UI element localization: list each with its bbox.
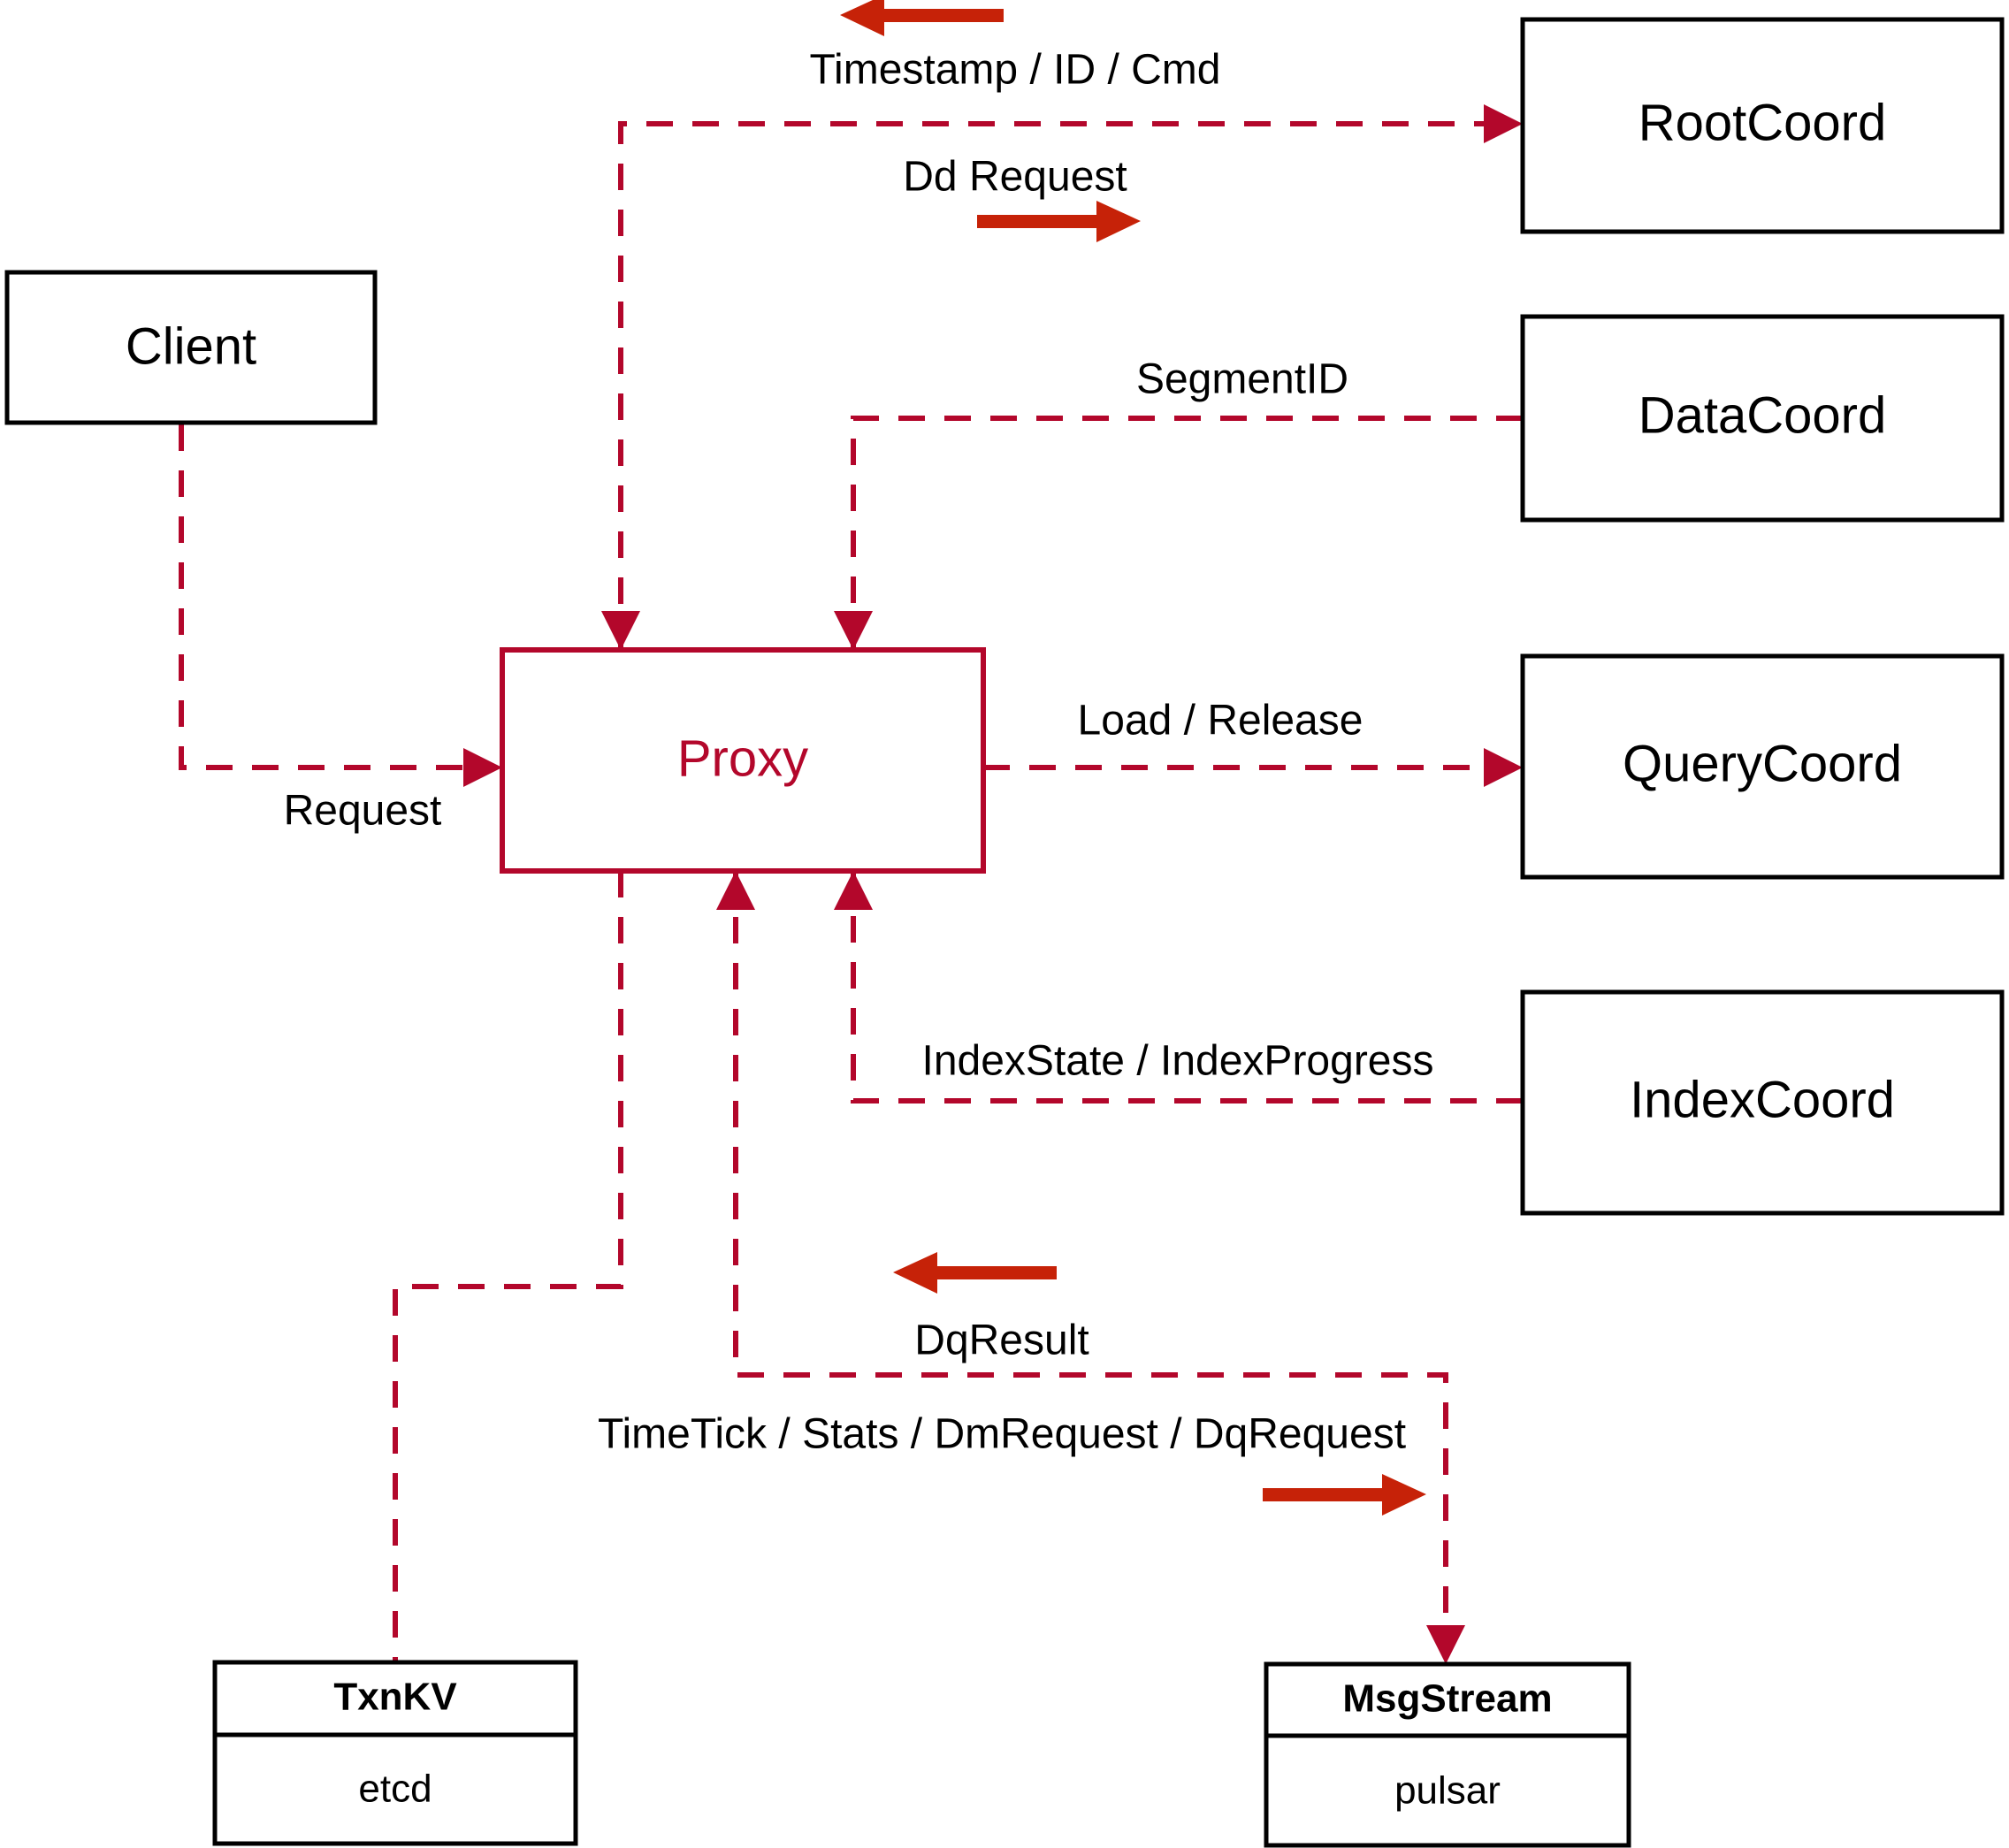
edge-datacoord-to-proxy-arrowhead bbox=[834, 611, 873, 650]
edge-proxy-to-txnkv bbox=[393, 871, 623, 1662]
timestamp-direction-arrow bbox=[840, 0, 1004, 36]
edge-proxy-to-rootcoord-arrowhead bbox=[1484, 104, 1523, 143]
node-querycoord-label: QueryCoord bbox=[1623, 735, 1902, 792]
edge-client-to-proxy bbox=[179, 424, 488, 770]
node-indexcoord-label: IndexCoord bbox=[1630, 1071, 1895, 1128]
edge-indexcoord-to-proxy bbox=[851, 871, 1523, 1103]
edge-label-request: Request bbox=[284, 788, 442, 835]
node-txnkv-header: TxnKV bbox=[333, 1676, 457, 1719]
node-proxy-box[interactable] bbox=[500, 647, 986, 874]
edge-msgstream-bus bbox=[733, 871, 1448, 1645]
node-proxy-label: Proxy bbox=[677, 729, 808, 787]
node-indexcoord-box[interactable] bbox=[1520, 989, 2005, 1216]
dqresult-direction-arrow bbox=[893, 1252, 1057, 1294]
edge-rootcoord-to-proxy-arrowhead bbox=[601, 611, 640, 650]
edge-msgstream-to-proxy-arrowhead bbox=[716, 871, 755, 910]
edge-label-dqresult: DqResult bbox=[914, 1317, 1089, 1364]
edge-indexcoord-to-proxy-arrowhead bbox=[834, 871, 873, 910]
node-datacoord-box[interactable] bbox=[1520, 314, 2005, 523]
edge-proxy-to-rootcoord bbox=[618, 121, 1503, 650]
edge-label-dd-request: Dd Request bbox=[903, 154, 1127, 201]
edge-label-timestamp: Timestamp / ID / Cmd bbox=[810, 47, 1221, 94]
node-client-label: Client bbox=[126, 317, 256, 375]
node-txnkv-body: etcd bbox=[358, 1768, 432, 1811]
node-msgstream-box[interactable] bbox=[1264, 1661, 1631, 1848]
node-rootcoord-label: RootCoord bbox=[1639, 94, 1886, 151]
node-msgstream-header: MsgStream bbox=[1342, 1677, 1552, 1721]
node-querycoord-box[interactable] bbox=[1520, 653, 2005, 880]
node-datacoord-label: DataCoord bbox=[1639, 386, 1886, 444]
dd-request-direction-arrow bbox=[977, 201, 1141, 242]
node-client-box[interactable] bbox=[4, 270, 378, 425]
edge-label-timetick: TimeTick / Stats / DmRequest / DqRequest bbox=[598, 1411, 1406, 1458]
edge-label-load-release: Load / Release bbox=[1078, 698, 1364, 745]
edge-proxy-to-querycoord-arrowhead bbox=[1484, 748, 1523, 787]
edge-label-indexstate: IndexState / IndexProgress bbox=[922, 1038, 1434, 1085]
edge-proxy-to-msgstream-arrowhead bbox=[1426, 1625, 1465, 1664]
node-msgstream-body: pulsar bbox=[1394, 1769, 1501, 1813]
node-rootcoord-box[interactable] bbox=[1520, 17, 2005, 234]
edge-client-to-proxy-arrowhead bbox=[463, 748, 502, 787]
edge-datacoord-to-proxy bbox=[851, 416, 1523, 650]
edge-label-segmentid: SegmentID bbox=[1136, 356, 1348, 403]
timetick-direction-arrow bbox=[1263, 1474, 1426, 1516]
node-txnkv-box[interactable] bbox=[212, 1660, 578, 1846]
